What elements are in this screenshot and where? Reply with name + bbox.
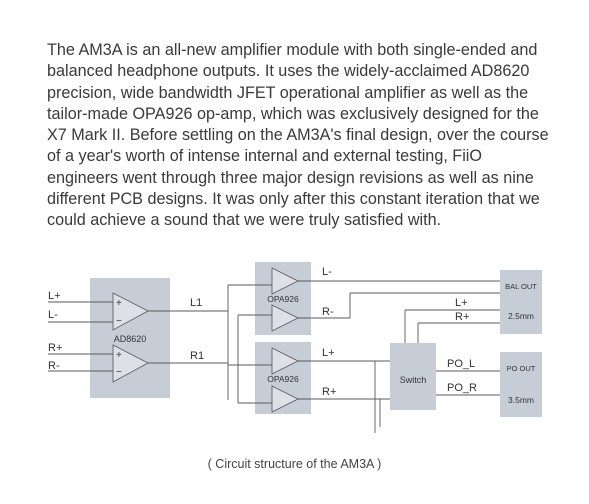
switch-label: Switch <box>400 375 427 385</box>
input-l-minus-label: L- <box>48 309 58 321</box>
bal-out-block <box>500 270 542 334</box>
po-out-title: PO OUT <box>507 364 536 373</box>
ad8620-bottom-plus-sign: + <box>116 350 122 361</box>
wire-r1-label: R1 <box>190 350 204 362</box>
ad8620-opamp-bottom-symbol <box>112 344 149 383</box>
opa926-bottom-amp2-symbol <box>271 385 299 413</box>
input-r-minus-label: R- <box>48 360 60 372</box>
diagram-caption: ( Circuit structure of the AM3A ) <box>207 457 382 471</box>
ad8620-opamp-top-symbol <box>112 292 149 331</box>
po-r-label: PO_R <box>447 382 477 394</box>
description-paragraph: The AM3A is an all-new amplifier module … <box>47 41 549 230</box>
opa-out-r-minus-label: R- <box>322 306 334 318</box>
bal-r-plus-label: R+ <box>455 311 469 323</box>
ad8620-block <box>90 278 170 398</box>
opa926-top-amp2-symbol <box>271 304 299 332</box>
po-l-label: PO_L <box>447 358 475 370</box>
opa926-top-label: OPA926 <box>267 294 299 304</box>
wire-l1-label: L1 <box>190 297 202 309</box>
ad8620-top-minus-sign: − <box>116 316 122 327</box>
po-out-jack: 3.5mm <box>508 395 534 405</box>
bal-out-title: BAL OUT <box>505 282 537 291</box>
wires <box>48 280 500 433</box>
opa-out-l-plus-label: L+ <box>322 347 335 359</box>
opa926-bottom-label: OPA926 <box>267 374 299 384</box>
opa926-bottom-amp1-symbol <box>271 347 299 375</box>
ad8620-bottom-minus-sign: − <box>116 367 122 378</box>
bal-l-plus-label: L+ <box>455 297 468 309</box>
bal-out-jack: 2.5mm <box>508 311 534 321</box>
input-l-plus-label: L+ <box>48 290 61 302</box>
opa926-top-amp1-symbol <box>271 267 299 295</box>
opa-out-r-plus-label: R+ <box>322 386 336 398</box>
ad8620-label: AD8620 <box>114 334 147 344</box>
opa-out-l-minus-label: L- <box>322 266 332 278</box>
switch-block <box>390 343 436 410</box>
input-r-plus-label: R+ <box>48 342 62 354</box>
po-out-block <box>500 352 542 417</box>
ad8620-top-plus-sign: + <box>116 298 122 309</box>
circuit-diagram: L+ L- R+ R- + − + − AD8620 OPA926 OPA926… <box>48 262 542 433</box>
